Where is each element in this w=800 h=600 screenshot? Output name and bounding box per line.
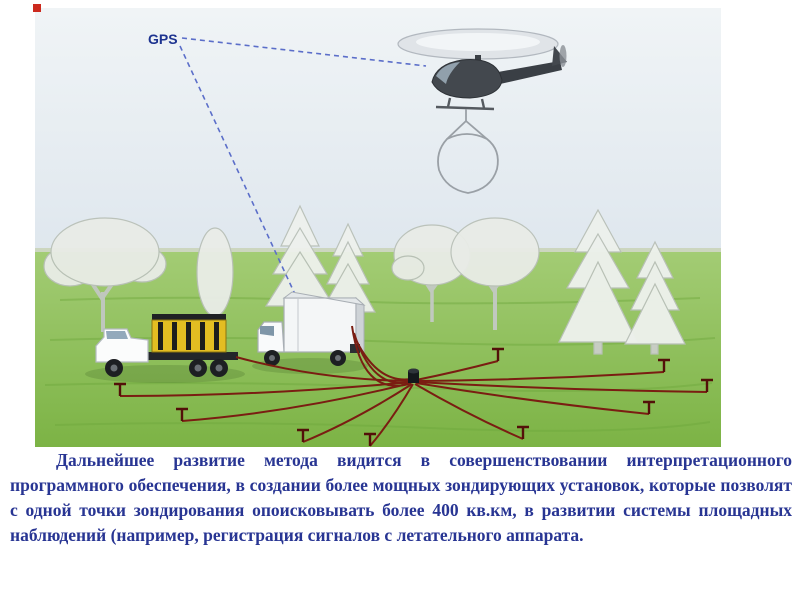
rear-equipment xyxy=(350,344,360,353)
gps-label: GPS xyxy=(148,31,178,47)
truck-wheels xyxy=(105,359,228,377)
cockpit-window xyxy=(436,62,460,84)
truck-windshield xyxy=(106,331,128,339)
corner-mark xyxy=(33,4,41,12)
tail-boom xyxy=(498,61,562,84)
sky xyxy=(35,8,721,252)
center-electrode-icon xyxy=(408,368,419,383)
flatbed-truck-icon xyxy=(95,314,238,377)
conifer-tree-icon xyxy=(624,240,686,355)
caption-block: Дальнейшее развитие метода видится в сов… xyxy=(10,448,792,548)
deciduous-tree-icon xyxy=(450,217,540,330)
ground-stake-icon xyxy=(114,347,713,446)
caption-text: Дальнейшее развитие метода видится в сов… xyxy=(10,450,792,546)
gps-dashed-link-icon xyxy=(181,37,427,67)
gps-links: GPS xyxy=(148,31,427,319)
deciduous-tree-icon xyxy=(43,217,167,332)
survey-scene-illustration: GPS xyxy=(33,4,721,447)
conifer-tree-icon xyxy=(558,208,638,355)
deciduous-tree-icon xyxy=(391,224,471,322)
gps-dashed-link-icon xyxy=(179,45,307,319)
transmitter-loop-icon xyxy=(437,109,499,194)
receiver-cable-icon xyxy=(119,325,708,447)
trees xyxy=(43,204,686,355)
rotor-highlight xyxy=(416,33,540,51)
cargo-stripes xyxy=(158,322,219,350)
helicopter-icon xyxy=(397,28,567,194)
box-truck-windshield xyxy=(260,326,274,336)
tail-rotor-icon xyxy=(559,45,567,67)
landing-skids xyxy=(435,97,495,111)
box-truck-icon xyxy=(257,291,366,366)
conifer-tree-icon xyxy=(264,204,336,331)
box-truck-wheels xyxy=(264,350,346,366)
